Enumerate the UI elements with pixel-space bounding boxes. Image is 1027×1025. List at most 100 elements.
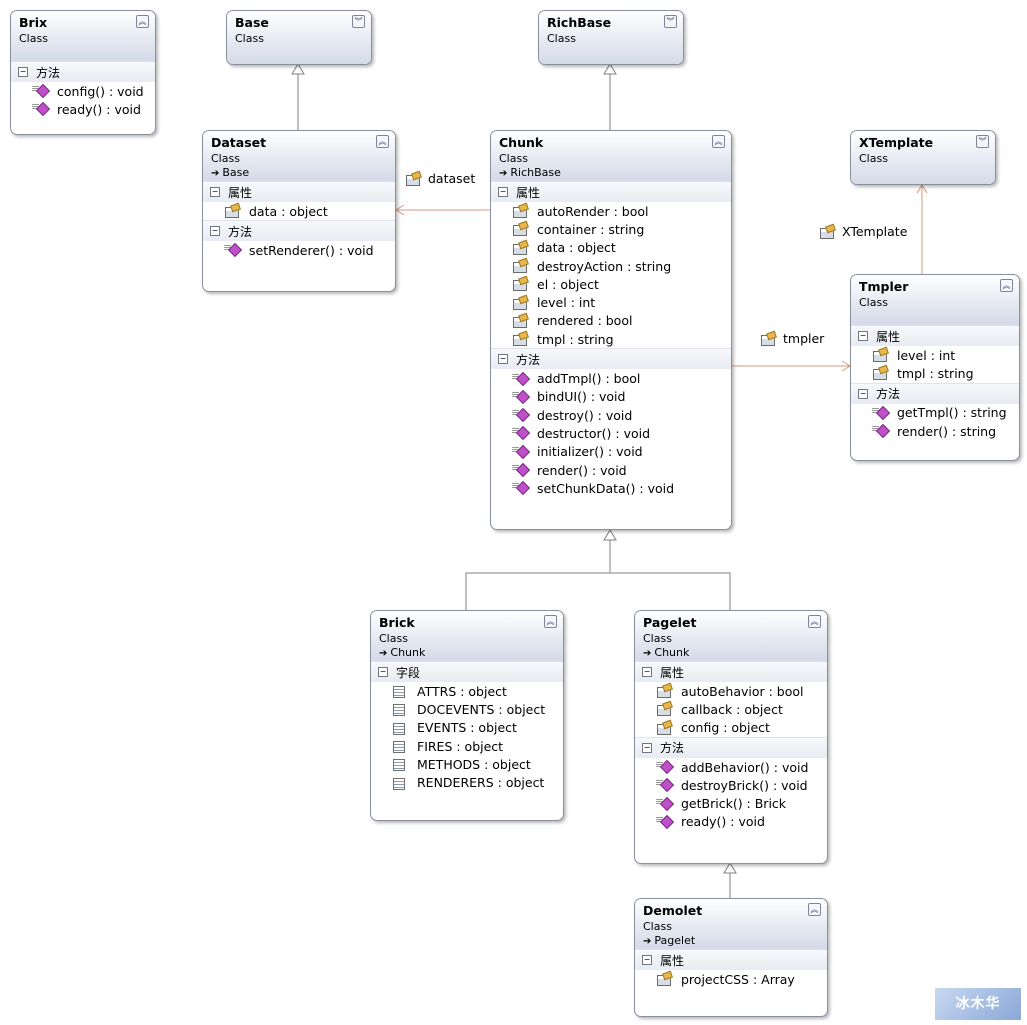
collapse-box-icon[interactable]: −	[642, 742, 652, 753]
method-member[interactable]: destroyBrick() : void	[635, 776, 827, 794]
collapse-box-icon[interactable]: −	[210, 187, 220, 197]
class-header[interactable]: Chunk Class ➔RichBase ︽	[491, 131, 731, 181]
class-header[interactable]: Tmpler Class ︽	[851, 275, 1019, 325]
method-member[interactable]: ready() : void	[635, 813, 827, 831]
property-member[interactable]: container : string	[491, 220, 731, 238]
field-member[interactable]: METHODS : object	[371, 755, 563, 773]
collapse-toggle-icon[interactable]: ︽	[808, 903, 821, 916]
class-brix[interactable]: Brix Class ︽ −方法config() : voidready() :…	[10, 10, 156, 135]
method-member[interactable]: getBrick() : Brick	[635, 794, 827, 812]
method-member[interactable]: destroy() : void	[491, 406, 731, 424]
collapse-toggle-icon[interactable]: ︽	[712, 135, 725, 148]
method-member[interactable]: ready() : void	[11, 100, 155, 118]
collapse-box-icon[interactable]: −	[858, 331, 868, 341]
collapse-box-icon[interactable]: −	[642, 667, 652, 677]
property-member[interactable]: level : int	[491, 293, 731, 311]
property-member[interactable]: data : object	[491, 239, 731, 257]
section-header[interactable]: −属性	[635, 661, 827, 682]
property-icon	[511, 277, 529, 292]
field-member[interactable]: ATTRS : object	[371, 682, 563, 700]
method-member[interactable]: addTmpl() : bool	[491, 369, 731, 387]
method-member[interactable]: bindUI() : void	[491, 388, 731, 406]
class-header[interactable]: Pagelet Class ➔Chunk ︽	[635, 611, 827, 661]
section-header[interactable]: −方法	[851, 382, 1019, 404]
property-member[interactable]: projectCSS : Array	[635, 970, 827, 988]
member-text: level : int	[537, 295, 596, 311]
property-member[interactable]: config : object	[635, 719, 827, 737]
method-member[interactable]: setRenderer() : void	[203, 241, 395, 259]
property-member[interactable]: tmpl : string	[851, 364, 1019, 382]
class-header[interactable]: Base Class ︾	[227, 11, 371, 64]
method-member[interactable]: addBehavior() : void	[635, 758, 827, 776]
property-member[interactable]: autoRender : bool	[491, 202, 731, 220]
section-header[interactable]: −方法	[11, 61, 155, 82]
collapse-box-icon[interactable]: −	[858, 388, 868, 399]
expand-toggle-icon[interactable]: ︾	[664, 15, 677, 28]
section-header[interactable]: −字段	[371, 661, 563, 682]
property-member[interactable]: destroyAction : string	[491, 257, 731, 275]
property-member[interactable]: callback : object	[635, 700, 827, 718]
method-member[interactable]: setChunkData() : void	[491, 479, 731, 497]
field-member[interactable]: EVENTS : object	[371, 719, 563, 737]
method-member[interactable]: config() : void	[11, 82, 155, 100]
field-member[interactable]: RENDERERS : object	[371, 773, 563, 791]
class-header[interactable]: Brix Class ︽	[11, 11, 155, 61]
field-member[interactable]: FIRES : object	[371, 737, 563, 755]
method-member[interactable]: render() : string	[851, 422, 1019, 440]
field-member[interactable]: DOCEVENTS : object	[371, 700, 563, 718]
section-header[interactable]: −属性	[203, 181, 395, 202]
property-member[interactable]: tmpl : string	[491, 330, 731, 348]
class-body: −方法config() : voidready() : void	[11, 61, 155, 119]
section-header[interactable]: −方法	[491, 348, 731, 370]
section-header[interactable]: −属性	[851, 325, 1019, 346]
section-header[interactable]: −方法	[635, 736, 827, 758]
method-member[interactable]: initializer() : void	[491, 443, 731, 461]
section-title: 方法	[228, 224, 253, 239]
expand-toggle-icon[interactable]: ︾	[976, 135, 989, 148]
collapse-box-icon[interactable]: −	[498, 187, 508, 197]
class-name: Tmpler	[859, 279, 909, 294]
expand-toggle-icon[interactable]: ︾	[352, 15, 365, 28]
property-member[interactable]: rendered : bool	[491, 312, 731, 330]
class-header[interactable]: Brick Class ➔Chunk ︽	[371, 611, 563, 661]
section-header[interactable]: −属性	[635, 949, 827, 970]
association-label-tmpler: tmpler	[759, 331, 824, 346]
class-richbase[interactable]: RichBase Class ︾	[538, 10, 684, 65]
collapse-box-icon[interactable]: −	[642, 955, 652, 965]
method-member[interactable]: destructor() : void	[491, 424, 731, 442]
collapse-toggle-icon[interactable]: ︽	[544, 615, 557, 628]
collapse-toggle-icon[interactable]: ︽	[808, 615, 821, 628]
class-base[interactable]: Base Class ︾	[226, 10, 372, 65]
class-xtemplate[interactable]: XTemplate Class ︾	[850, 130, 996, 185]
section-header[interactable]: −方法	[203, 220, 395, 242]
class-header[interactable]: RichBase Class ︾	[539, 11, 683, 64]
collapse-toggle-icon[interactable]: ︽	[376, 135, 389, 148]
method-icon	[655, 813, 673, 829]
property-member[interactable]: level : int	[851, 346, 1019, 364]
property-member[interactable]: autoBehavior : bool	[635, 682, 827, 700]
method-member[interactable]: getTmpl() : string	[851, 404, 1019, 422]
class-header[interactable]: Dataset Class ➔Base ︽	[203, 131, 395, 181]
section-header[interactable]: −属性	[491, 181, 731, 202]
class-header[interactable]: XTemplate Class ︾	[851, 131, 995, 184]
collapse-toggle-icon[interactable]: ︽	[136, 15, 149, 28]
collapse-box-icon[interactable]: −	[378, 667, 388, 677]
collapse-box-icon[interactable]: −	[18, 67, 28, 77]
property-icon	[223, 204, 241, 219]
property-member[interactable]: data : object	[203, 202, 395, 220]
collapse-toggle-icon[interactable]: ︽	[1000, 279, 1013, 292]
member-text: getTmpl() : string	[897, 405, 1007, 421]
collapse-box-icon[interactable]: −	[498, 354, 508, 365]
property-member[interactable]: el : object	[491, 275, 731, 293]
member-text: projectCSS : Array	[681, 971, 795, 987]
collapse-box-icon[interactable]: −	[210, 226, 220, 237]
association-arrowhead	[395, 204, 405, 216]
class-header[interactable]: Demolet Class ➔Pagelet ︽	[635, 899, 827, 949]
method-member[interactable]: render() : void	[491, 461, 731, 479]
